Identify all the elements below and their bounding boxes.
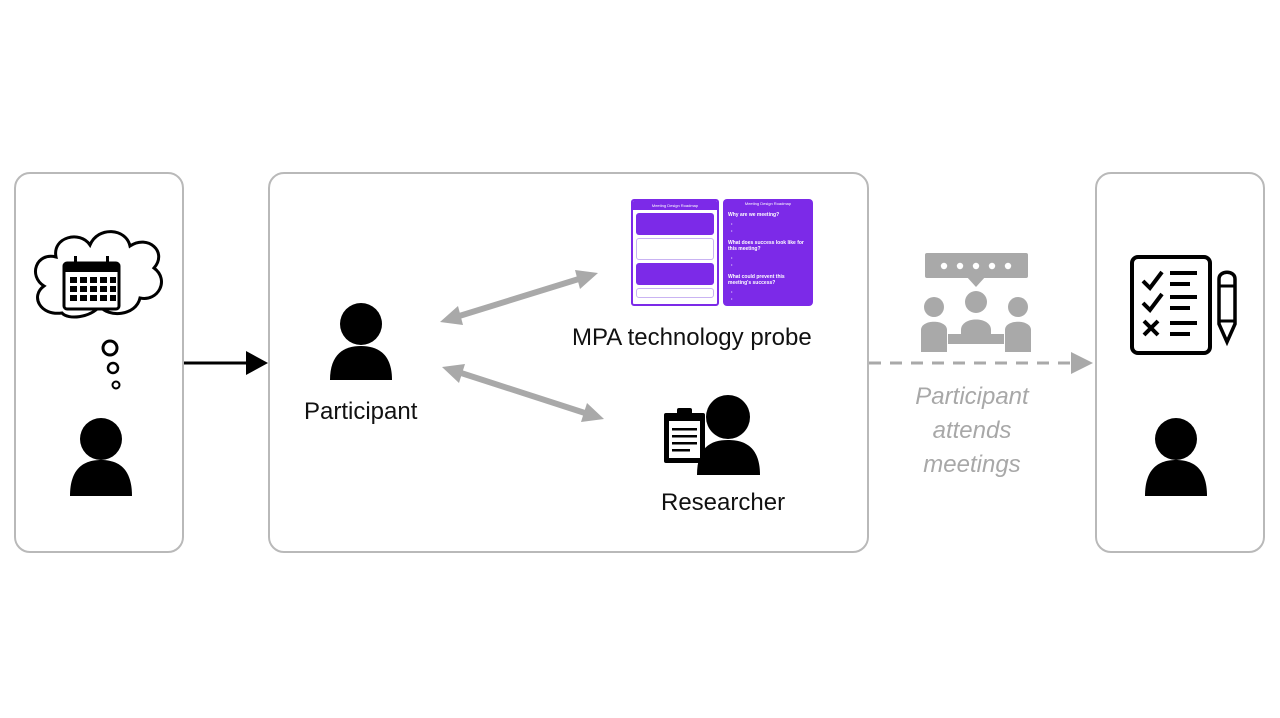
probe-roadmap-title: Meeting Design Roadmap	[744, 201, 792, 206]
chat-bubble	[636, 238, 714, 260]
chat-input	[636, 288, 714, 298]
roadmap-bullet: ••	[731, 289, 733, 301]
attends-line-3: meetings	[923, 451, 1021, 478]
interaction-arrow-probe	[440, 270, 598, 325]
attends-line-2: attends	[932, 417, 1012, 444]
roadmap-bullet: ••	[731, 221, 733, 233]
thought-bubble-calendar-icon	[34, 230, 163, 390]
attends-line-1: Participant	[915, 383, 1029, 410]
flow-arrow	[184, 351, 268, 375]
probe-chat-title: Meeting Design Roadmap	[633, 201, 717, 210]
researcher-clipboard-icon	[664, 395, 760, 475]
probe-roadmap-screenshot: Meeting Design Roadmap Why are we meetin…	[723, 199, 813, 306]
person-icon	[1145, 418, 1207, 496]
person-icon	[70, 418, 132, 496]
roadmap-question: What does success look like for this mee…	[728, 240, 804, 252]
chat-bubble	[636, 213, 714, 235]
probe-chat-screenshot: Meeting Design Roadmap	[631, 199, 719, 306]
roadmap-question: What could prevent this meeting's succes…	[728, 274, 785, 286]
interaction-arrow-researcher	[442, 364, 604, 422]
chat-bubble	[636, 263, 714, 285]
participant-person-icon	[330, 303, 392, 380]
roadmap-question: Why are we meeting?	[728, 212, 780, 218]
participant-label: Participant	[304, 398, 418, 425]
checklist-pencil-icon	[1130, 255, 1237, 355]
meeting-group-icon	[921, 253, 1031, 352]
researcher-label: Researcher	[661, 489, 786, 516]
attends-meetings-label: Participant attends meetings	[886, 380, 1058, 482]
panel-after-meeting	[1095, 172, 1265, 553]
roadmap-bullet: ••	[731, 255, 733, 267]
probe-label: MPA technology probe	[572, 324, 812, 351]
attends-arrow	[869, 352, 1093, 374]
